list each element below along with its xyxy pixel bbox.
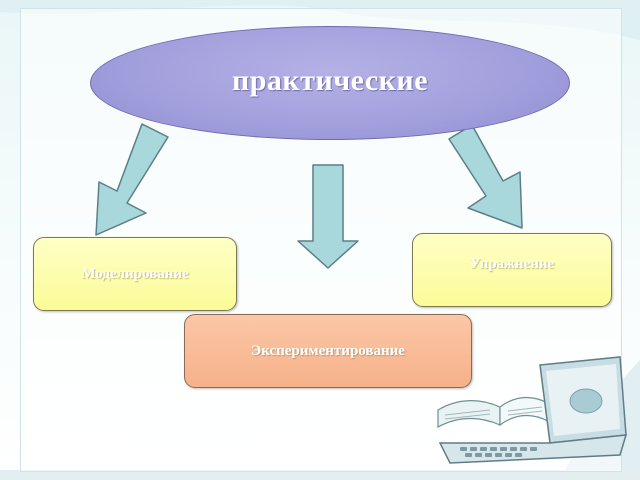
laptop-illustration	[437, 356, 628, 464]
node-modeling: Моделирование	[33, 237, 237, 311]
node-exercise: Упражнение	[412, 233, 612, 307]
arrow-left	[95, 123, 169, 236]
node-experimentation-label: Экспериментирование	[251, 342, 405, 359]
node-experimentation: Экспериментирование	[184, 314, 472, 388]
book-icon	[437, 396, 549, 429]
root-node: практические	[90, 26, 570, 140]
laptop-icon	[438, 356, 628, 464]
root-label: практические	[231, 64, 429, 97]
node-exercise-label: Упражнение	[469, 255, 555, 272]
arrow-right	[448, 124, 523, 229]
node-modeling-label: Моделирование	[81, 265, 189, 282]
arrow-center	[297, 164, 359, 269]
